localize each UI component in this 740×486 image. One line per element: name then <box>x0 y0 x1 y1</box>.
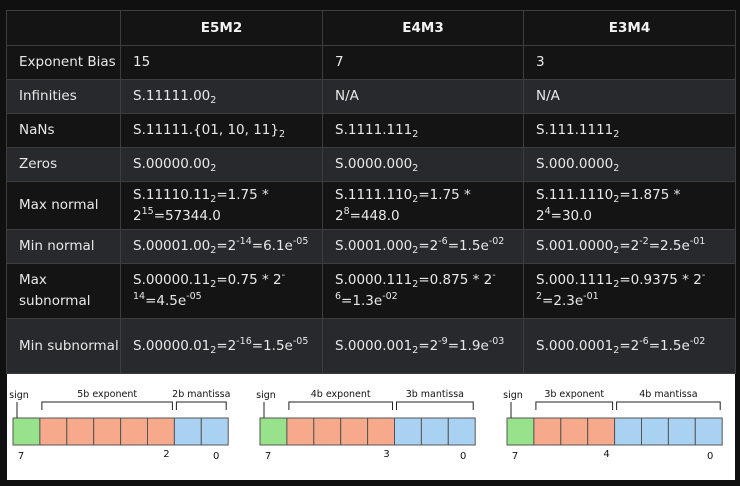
exponent-bit-cell <box>340 417 369 446</box>
cell-e3m4: S.111.11112 <box>523 113 736 148</box>
mantissa-bracket <box>396 401 474 410</box>
bit-diagram-1 <box>12 402 229 446</box>
mantissa-bit-cell <box>200 417 229 446</box>
exponent-bit-cell <box>587 417 616 446</box>
cell-e4m3: S.1111.1102=1.75 * 28=448.0 <box>322 181 524 230</box>
bit-index-mantissa-end: 0 <box>213 451 219 462</box>
bit-index-sign: 7 <box>512 451 518 462</box>
row-label: Min normal <box>6 229 121 264</box>
cell-e3m4: S.000.11112=0.9375 * 2-2=2.3e-01 <box>523 263 736 319</box>
mantissa-bit-cell <box>641 417 669 446</box>
bit-index-sign: 7 <box>265 451 271 462</box>
mantissa-label: 4b mantissa <box>639 389 697 400</box>
cell-e4m3: S.0001.0002=2-6=1.5e-02 <box>322 229 524 264</box>
mantissa-bit-cell <box>173 417 202 446</box>
sign-label: sign <box>256 390 276 401</box>
row-min-normal: Min normal S.00001.002=2-14=6.1e-05 S.00… <box>6 229 736 264</box>
mantissa-bit-cell <box>694 417 723 446</box>
mantissa-bit-cell <box>447 417 476 446</box>
cell-e5m2: S.11110.112=1.75 * 215=57344.0 <box>120 181 323 230</box>
row-nans: NaNs S.11111.{01, 10, 11}2 S.1111.1112 S… <box>6 113 736 148</box>
row-max-normal: Max normal S.11110.112=1.75 * 215=57344.… <box>6 181 736 230</box>
bit-layout-diagrams: sign 5b exponent 2b mantissa 7 2 0 sign 4b expo… <box>7 374 735 480</box>
exponent-bit-cell <box>147 417 175 446</box>
header-row: E5M2 E4M3 E3M4 <box>6 10 736 46</box>
cell-e3m4: 3 <box>523 45 736 80</box>
cell-e3m4: N/A <box>523 79 736 114</box>
cell-e5m2: S.00000.012=2-16=1.5e-05 <box>120 318 323 374</box>
row-infinities: Infinities S.11111.002 N/A N/A <box>6 79 736 114</box>
mantissa-bracket <box>616 401 721 410</box>
cell-e5m2: S.11111.{01, 10, 11}2 <box>120 113 323 148</box>
mantissa-bit-cell <box>420 417 449 446</box>
bit-index-mantissa-end: 0 <box>460 451 466 462</box>
cell-e5m2: S.11111.002 <box>120 79 323 114</box>
row-min-subnormal: Min subnormal S.00000.012=2-16=1.5e-05 S… <box>6 318 736 374</box>
row-label: Max subnormal <box>6 263 121 319</box>
row-label: Max normal <box>6 181 121 230</box>
cell-e5m2: 15 <box>120 45 323 80</box>
exponent-bit-cell <box>66 417 95 446</box>
cell-e3m4: S.000.00002 <box>523 147 736 182</box>
cell-e5m2: S.00000.002 <box>120 147 323 182</box>
bit-diagram-2 <box>259 402 476 446</box>
exponent-bit-cell <box>93 417 122 446</box>
sign-bit-cell <box>12 417 41 446</box>
cell-e3m4: S.001.00002=2-2=2.5e-01 <box>523 229 736 264</box>
exponent-bit-cell <box>560 417 589 446</box>
exponent-label: 5b exponent <box>77 389 137 400</box>
cell-e5m2: S.00000.112=0.75 * 2-14=4.5e-05 <box>120 263 323 319</box>
sign-bit-cell <box>259 417 288 446</box>
sign-label: sign <box>503 390 523 401</box>
row-zeros: Zeros S.00000.002 S.0000.0002 S.000.0000… <box>6 147 736 182</box>
cell-e3m4: S.000.00012=2-6=1.5e-02 <box>523 318 736 374</box>
cell-e3m4: S.111.11102=1.875 * 24=30.0 <box>523 181 736 230</box>
mantissa-bit-cell <box>394 417 422 446</box>
row-label: Exponent Bias <box>6 45 121 80</box>
bit-diagram-3 <box>506 402 723 446</box>
cell-e4m3: S.1111.1112 <box>322 113 524 148</box>
header-empty <box>6 10 121 46</box>
sign-label: sign <box>9 390 29 401</box>
row-label: Zeros <box>6 147 121 182</box>
cell-e4m3: S.0000.0012=2-9=1.9e-03 <box>322 318 524 374</box>
cell-e4m3: S.0000.1112=0.875 * 2-6=1.3e-02 <box>322 263 524 319</box>
bit-index-exponent-end: 2 <box>163 449 169 460</box>
sign-bit-cell <box>506 417 535 446</box>
bit-layout-svg: sign 5b exponent 2b mantissa 7 2 0 sign 4b expo… <box>9 389 723 462</box>
bit-index-sign: 7 <box>18 451 24 462</box>
row-exponent-bias: Exponent Bias 15 7 3 <box>6 45 736 80</box>
exponent-bit-cell <box>533 417 562 446</box>
exponent-bit-cell <box>120 417 148 446</box>
mantissa-bit-cell <box>667 417 696 446</box>
mantissa-bit-cell <box>614 417 642 446</box>
header-e3m4: E3M4 <box>523 10 736 46</box>
fp8-format-table: E5M2 E4M3 E3M4 Exponent Bias 15 7 3 Infi… <box>6 10 736 374</box>
exponent-bracket <box>535 401 614 410</box>
exponent-bit-cell <box>39 417 68 446</box>
bit-index-exponent-end: 4 <box>603 449 609 460</box>
cell-e4m3: N/A <box>322 79 524 114</box>
exponent-bit-cell <box>367 417 396 446</box>
cell-e4m3: 7 <box>322 45 524 80</box>
cell-e4m3: S.0000.0002 <box>322 147 524 182</box>
exponent-bit-cell <box>313 417 342 446</box>
header-e4m3: E4M3 <box>322 10 524 46</box>
row-label: NaNs <box>6 113 121 148</box>
mantissa-label: 2b mantissa <box>172 389 230 400</box>
bit-index-exponent-end: 3 <box>383 449 389 460</box>
exponent-label: 3b exponent <box>544 389 604 400</box>
cell-e5m2: S.00001.002=2-14=6.1e-05 <box>120 229 323 264</box>
exponent-label: 4b exponent <box>311 389 371 400</box>
mantissa-label: 3b mantissa <box>406 389 464 400</box>
row-max-subnormal: Max subnormal S.00000.112=0.75 * 2-14=4.… <box>6 263 736 319</box>
header-e5m2: E5M2 <box>120 10 323 46</box>
row-label: Min subnormal <box>6 318 121 374</box>
exponent-bracket <box>288 401 393 410</box>
bit-index-mantissa-end: 0 <box>707 451 713 462</box>
row-label: Infinities <box>6 79 121 114</box>
exponent-bracket <box>41 401 173 410</box>
mantissa-bracket <box>175 401 227 410</box>
exponent-bit-cell <box>286 417 315 446</box>
